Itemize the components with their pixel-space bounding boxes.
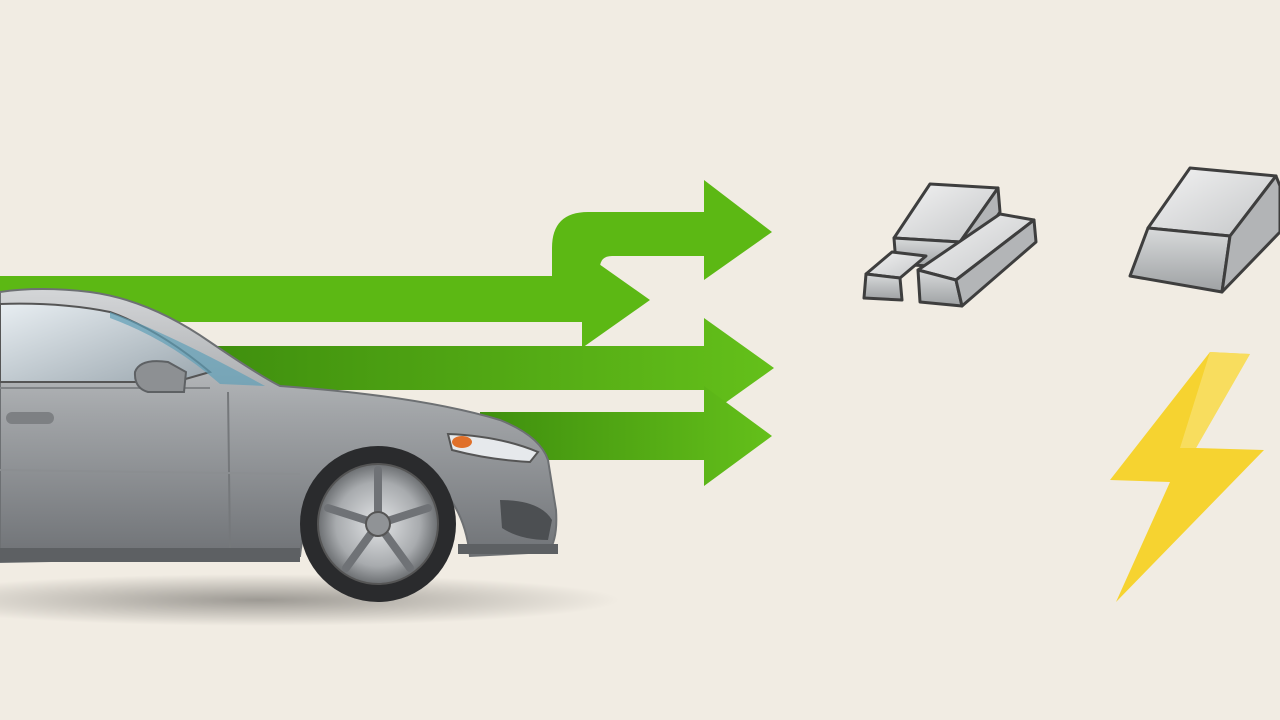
metal-bars-icon — [862, 182, 1038, 308]
arrow-icon — [0, 180, 772, 348]
car-icon — [0, 288, 620, 626]
arrows-group — [0, 180, 774, 486]
arrow-icon — [210, 318, 774, 418]
metal-bar-icon — [1128, 166, 1280, 294]
lightning-bolt-icon — [1110, 352, 1264, 602]
arrow-icon — [480, 386, 772, 486]
